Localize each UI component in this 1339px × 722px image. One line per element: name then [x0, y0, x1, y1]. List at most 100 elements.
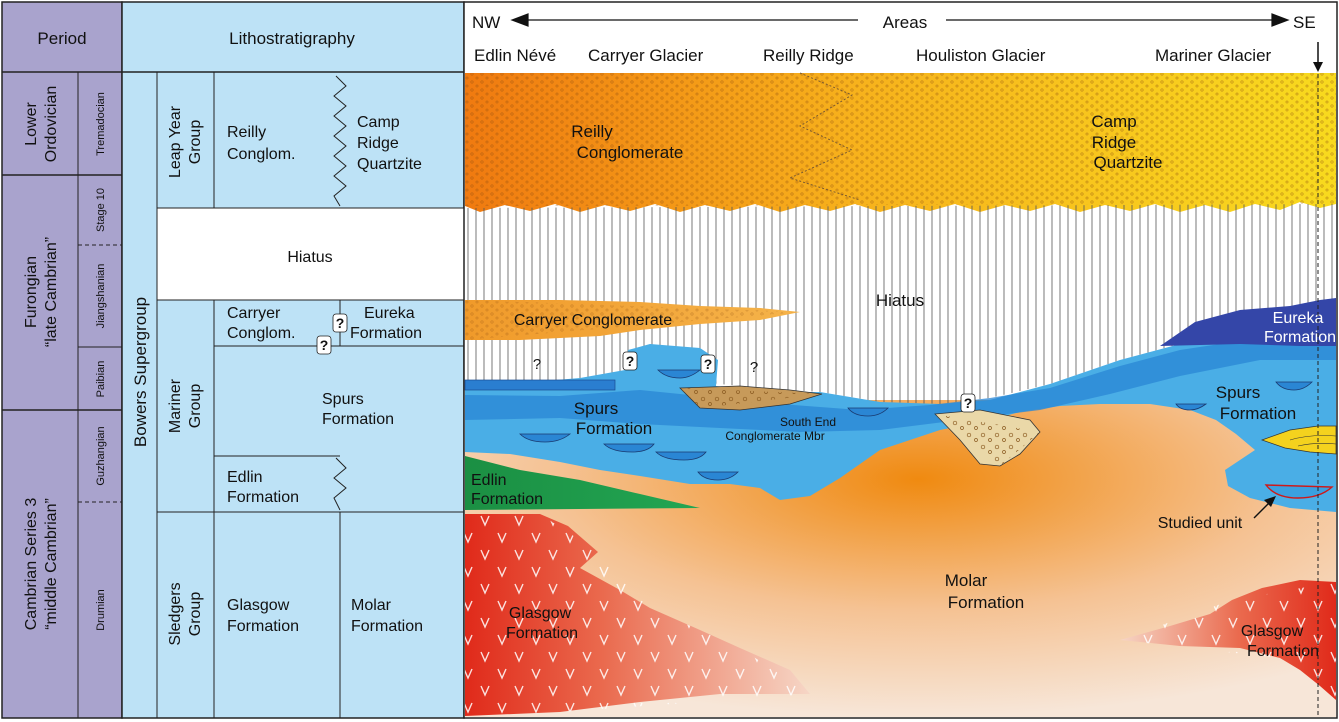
area-carryer-glacier: Carryer Glacier	[588, 46, 704, 65]
series-furongian-line1: Furongian	[23, 256, 40, 328]
se-label: SE	[1293, 13, 1316, 32]
spurs-top-bricks	[464, 379, 616, 391]
studied-unit-arrow	[1253, 496, 1276, 519]
section-spurs-right-line2: Formation	[1220, 404, 1297, 423]
table-molar-line2: Formation	[351, 618, 423, 635]
section-reilly-line1: Reilly	[571, 122, 613, 141]
spurs-deep-tone	[465, 336, 1336, 432]
table-camp-line1: Camp	[357, 114, 400, 131]
section-eureka-line1: Eureka	[1273, 310, 1324, 327]
south-end-line1: South End	[780, 415, 836, 429]
sledgers-group-line1: Sledgers	[167, 582, 184, 645]
svg-text:?: ?	[533, 356, 541, 373]
areas-label: Areas	[883, 13, 927, 32]
period-header: Period	[37, 29, 86, 48]
series-furongian-line2: “late Cambrian”	[43, 237, 60, 347]
section-camp-line1: Camp	[1091, 112, 1136, 131]
section-eureka-line2: Formation	[1264, 329, 1336, 346]
table-spurs-line1: Spurs	[322, 391, 364, 408]
table-glasgow-line1: Glasgow	[227, 597, 290, 614]
table-eureka-line2: Formation	[350, 325, 422, 342]
area-reilly-ridge: Reilly Ridge	[763, 46, 854, 65]
section-edlin-line2: Formation	[471, 491, 543, 508]
table-edlin-line1: Edlin	[227, 469, 263, 486]
section-spurs-left-line2: Formation	[576, 419, 653, 438]
table-edlin-line2: Formation	[227, 489, 299, 506]
carbonate-lenses	[519, 369, 1313, 481]
section-molar-line1: Molar	[945, 571, 988, 590]
south-end-line2: Conglomerate Mbr	[725, 429, 824, 443]
table-eureka-line1: Eureka	[364, 305, 415, 322]
section-reilly-line2: Conglomerate	[577, 143, 684, 162]
series-lower-ordovician-line2: Ordovician	[43, 86, 60, 162]
series-cambrian3-line1: Cambrian Series 3	[23, 498, 40, 631]
svg-text:?: ?	[750, 359, 758, 376]
period-column	[1, 1, 123, 719]
leap-year-group-line1: Leap Year	[167, 105, 184, 178]
stage-paibian: Paibian	[95, 361, 107, 398]
section-camp-line3: Quartzite	[1094, 153, 1163, 172]
section-camp-line2: Ridge	[1092, 133, 1136, 152]
stage-jiangshanian: Jiangshanian	[95, 264, 107, 329]
svg-text:?: ?	[964, 395, 973, 411]
hiatus-band-table	[156, 207, 465, 301]
series-lower-ordovician-line1: Lower	[23, 102, 40, 146]
mariner-group-line2: Group	[187, 384, 204, 429]
series-cambrian3-line2: “middle Cambrian”	[43, 498, 60, 630]
leap-year-group-line2: Group	[187, 120, 204, 165]
table-carryer-line2: Conglom.	[227, 325, 295, 342]
svg-text:?: ?	[320, 337, 329, 353]
section-spurs-right-line1: Spurs	[1216, 383, 1260, 402]
lithostratigraphy-column	[121, 1, 465, 719]
area-houliston-glacier: Houliston Glacier	[916, 46, 1046, 65]
section-carryer-label: Carryer Conglomerate	[514, 312, 672, 329]
stage-10: Stage 10	[95, 188, 107, 232]
section-glasgow-right-line1: Glasgow	[1241, 623, 1304, 640]
section-question-4: ?	[750, 359, 758, 376]
section-glasgow-left-line1: Glasgow	[509, 605, 572, 622]
lithostratigraphy-header: Lithostratigraphy	[229, 29, 355, 48]
section-edlin-line1: Edlin	[471, 472, 507, 489]
section-question-3: ?	[700, 354, 716, 374]
edlin-formation-body	[465, 456, 700, 510]
svg-text:?: ?	[336, 315, 345, 331]
svg-text:?: ?	[704, 356, 713, 372]
area-edlin-neve: Edlin Névé	[474, 46, 556, 65]
reilly-ridge-interfinger	[788, 72, 861, 201]
table-camp-line2: Ridge	[357, 135, 399, 152]
section-question-1: ?	[533, 356, 541, 373]
section-question-2: ?	[622, 351, 638, 371]
areas-arrow	[510, 13, 1290, 27]
table-glasgow-line2: Formation	[227, 618, 299, 635]
table-molar-line1: Molar	[351, 597, 392, 614]
section-molar-line2: Formation	[948, 593, 1025, 612]
stage-tremadocian: Tremadocian	[95, 92, 107, 156]
bowers-supergroup-label: Bowers Supergroup	[131, 297, 150, 447]
table-spurs-line2: Formation	[322, 411, 394, 428]
table-reilly-line1: Reilly	[227, 124, 266, 141]
hiatus-label: Hiatus	[876, 291, 924, 310]
mariner-down-arrow	[1313, 42, 1323, 72]
section-glasgow-left-line2: Formation	[506, 625, 578, 642]
table-question-2: ?	[316, 335, 332, 355]
svg-text:?: ?	[626, 353, 635, 369]
area-mariner-glacier: Mariner Glacier	[1155, 46, 1272, 65]
mariner-group-line1: Mariner	[167, 378, 184, 433]
nw-label: NW	[472, 13, 500, 32]
studied-unit-lens	[1264, 484, 1334, 499]
section-question-5: ?	[960, 393, 976, 413]
table-carryer-line1: Carryer	[227, 305, 281, 322]
table-camp-line3: Quartzite	[357, 156, 422, 173]
reilly-camp-texture	[465, 73, 1336, 206]
eureka-formation-body	[1160, 298, 1336, 346]
table-reilly-line2: Conglom.	[227, 146, 295, 163]
section-glasgow-right-line2: Formation	[1247, 643, 1319, 660]
table-question-1: ?	[332, 313, 348, 333]
studied-unit-label: Studied unit	[1158, 515, 1243, 532]
section-spurs-left-line1: Spurs	[574, 399, 618, 418]
stage-guzhangian: Guzhangian	[95, 426, 107, 485]
sledgers-group-line2: Group	[187, 592, 204, 637]
stage-drumian: Drumian	[95, 589, 107, 631]
table-hiatus: Hiatus	[287, 249, 332, 266]
